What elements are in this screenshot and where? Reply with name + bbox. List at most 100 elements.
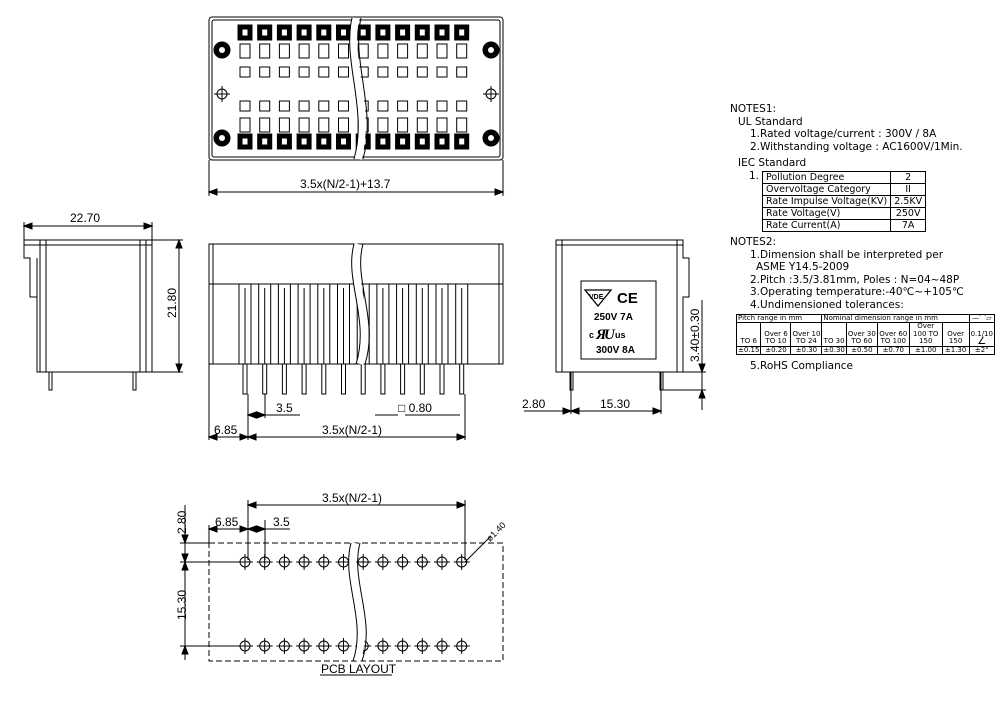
front-pitch-dim: 3.5: [276, 401, 293, 415]
note2-4: 4.Undimensioned tolerances:: [750, 298, 904, 311]
iec-standard-heading: IEC Standard: [738, 157, 807, 170]
front-pin-dim: □ 0.80: [398, 401, 432, 415]
label-rating-1: 250V 7A: [594, 312, 633, 323]
terminal-window: [259, 100, 271, 112]
terminal-window: [278, 100, 290, 112]
pin: [360, 363, 366, 395]
terminal-window: [318, 100, 330, 112]
iec-num: 1.: [749, 169, 760, 182]
terminal-window: [338, 100, 349, 112]
ul-note-2: 2.Withstanding voltage : AC1600V/1Min.: [750, 140, 963, 153]
terminal-screw: [456, 43, 468, 59]
tolerance-table: Pitch range in mm Nominal dimension rang…: [735, 313, 996, 356]
terminal-screw: [278, 117, 290, 133]
svg-text:Я: Я: [595, 327, 607, 343]
note2-1a: 1.Dimension shall be interpreted per: [750, 248, 944, 261]
terminal-screw: [259, 43, 271, 59]
notes1-title: NOTES1:: [730, 103, 777, 115]
terminal-window: [239, 66, 251, 78]
pcb-layout-title: PCB LAYOUT: [321, 662, 397, 676]
terminal-screw: [298, 117, 310, 133]
pcb-pitch-dim: 3.5: [273, 515, 290, 529]
pcb-top-dim: 2.80: [175, 510, 189, 534]
svg-text:U: U: [604, 327, 616, 343]
pin: [301, 363, 307, 395]
terminal-screw: [318, 117, 330, 133]
terminal-screw: [338, 117, 349, 133]
front-view: [208, 243, 504, 395]
rating-label: [580, 280, 657, 360]
label-rating-2: 300V 8A: [596, 345, 635, 356]
side-height-dim: 21.80: [165, 288, 179, 318]
pin: [341, 363, 346, 395]
terminal-screw: [377, 43, 389, 59]
top-view: [208, 16, 504, 161]
terminal-screw: [318, 43, 330, 59]
terminal-window: [397, 100, 409, 112]
note2-3: 3.Operating temperature:-40℃~+105℃: [750, 286, 964, 299]
terminal-window: [338, 66, 349, 78]
front-span-dim: 3.5x(N/2-1): [322, 423, 382, 437]
terminal-window: [456, 66, 468, 78]
terminal-screw: [377, 117, 389, 133]
table-row: ±0.15±0.20±0.30 ±0.30±0.50±0.70 ±1.00±1.…: [735, 345, 996, 356]
table-row: Pitch range in mm Nominal dimension rang…: [735, 313, 996, 324]
front-offset-dim: 6.85: [214, 423, 238, 437]
right-offset-dim: 2.80: [522, 397, 546, 411]
terminal-screw: [239, 43, 251, 59]
terminal-window: [436, 100, 448, 112]
terminal-window: [436, 66, 448, 78]
ul-standard-heading: UL Standard: [738, 115, 803, 128]
terminal-screw: [278, 43, 290, 59]
pcb-offset-dim: 6.85: [215, 515, 239, 529]
terminal-window: [278, 66, 290, 78]
pcb-row-dim: 15.30: [175, 590, 189, 620]
terminal-screw: [239, 117, 251, 133]
terminal-screw: [436, 117, 448, 133]
right-row-dim: 15.30: [600, 397, 630, 411]
terminal-screw: [416, 117, 428, 133]
note2-2: 2.Pitch :3.5/3.81mm, Poles : N=04~48P: [750, 273, 960, 286]
terminal-window: [259, 66, 271, 78]
terminal-screw: [357, 43, 369, 59]
terminal-window: [416, 66, 428, 78]
right-pin-len-dim: 3.40±0.30: [688, 308, 702, 362]
terminal-screw: [416, 43, 428, 59]
terminal-screw: [397, 43, 409, 59]
note2-5: 5.RoHS Compliance: [750, 360, 853, 373]
note2-1b: ASME Y14.5-2009: [756, 261, 850, 274]
pin: [459, 363, 465, 395]
pin: [419, 363, 425, 395]
terminal-window: [298, 66, 310, 78]
terminal-window: [298, 100, 310, 112]
pin: [262, 363, 268, 395]
pcb-span-dim: 3.5x(N/2-1): [322, 491, 382, 505]
terminal-window: [377, 66, 389, 78]
terminal-window: [456, 100, 468, 112]
terminal-screw: [259, 117, 271, 133]
svg-text:c: c: [589, 330, 594, 340]
pcb-hole-dim: ø1.40: [484, 520, 507, 543]
terminal-screw: [397, 117, 409, 133]
ce-mark: CE: [617, 290, 638, 307]
terminal-screw: [338, 43, 349, 59]
terminal-screw: [456, 117, 468, 133]
pin: [439, 363, 445, 395]
side-view: [23, 239, 153, 391]
terminal-window: [397, 66, 409, 78]
side-depth-dim: 22.70: [70, 211, 100, 225]
ul-mark-icon: c Я U us: [589, 327, 626, 343]
ul-note-1: 1.Rated voltage/current : 300V / 8A: [750, 128, 937, 141]
pcb-layout: [208, 542, 504, 663]
vde-mark: VDE: [583, 289, 613, 308]
terminal-screw: [436, 43, 448, 59]
pin: [281, 363, 287, 395]
table-row: Rate Current(A)7A: [762, 218, 927, 232]
table-row: Rate Impulse Voltage(KV)2.5KV: [762, 194, 927, 208]
terminal-screw: [298, 43, 310, 59]
pin: [321, 363, 327, 395]
